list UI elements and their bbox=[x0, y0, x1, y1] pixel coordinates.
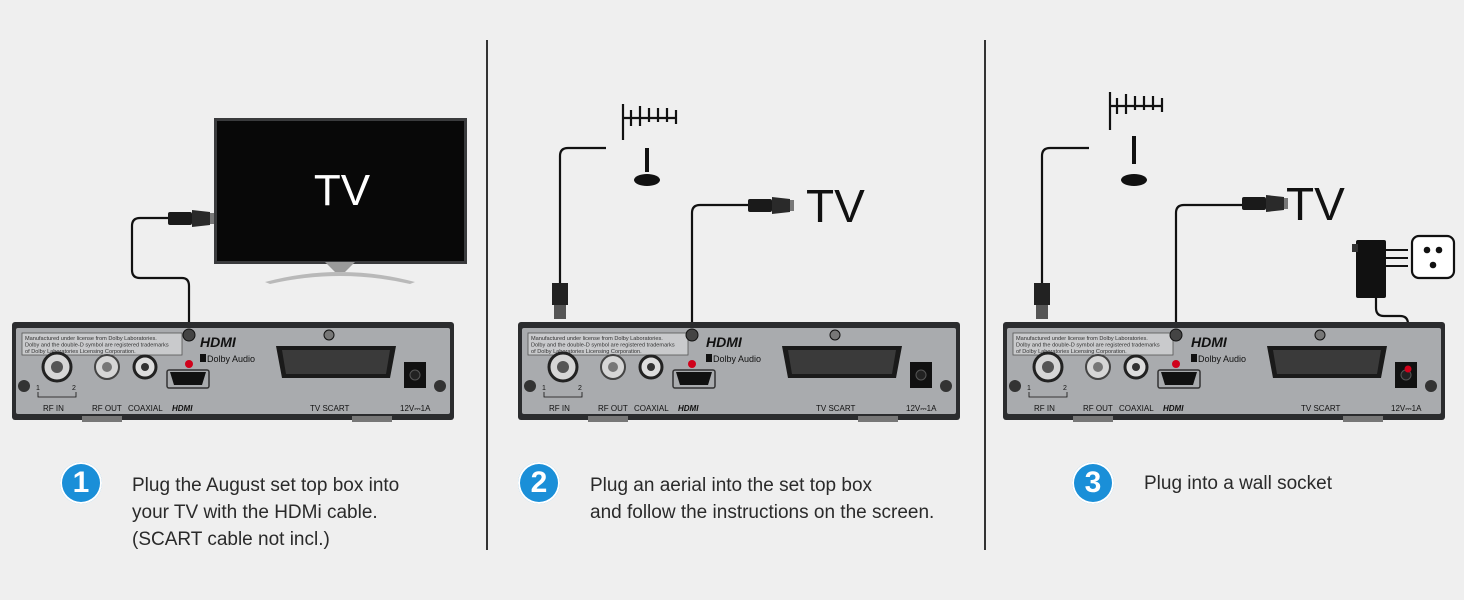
divider-2 bbox=[984, 40, 986, 550]
set-top-box: Manufactured under license from Dolby La… bbox=[12, 322, 454, 422]
rf-in-2-label: 2 bbox=[72, 385, 76, 392]
rf-in-1-label: 1 bbox=[36, 385, 40, 392]
hdmi-cable bbox=[690, 203, 750, 336]
hdmi-logo: HDMI bbox=[706, 334, 743, 350]
hdmi-plug-icon bbox=[748, 197, 794, 214]
power-adapter-icon bbox=[1352, 240, 1408, 298]
rf-out-label: RF OUT bbox=[92, 404, 122, 413]
step-number-badge: 3 bbox=[1072, 462, 1114, 504]
instruction-line: and follow the instructions on the scree… bbox=[590, 502, 935, 523]
coaxial-label: COAXIAL bbox=[128, 404, 163, 413]
license-line-1: Manufactured under license from Dolby La… bbox=[1016, 336, 1148, 342]
hdmi-cable bbox=[1174, 203, 1244, 336]
power-label: 12V⎓1A bbox=[400, 404, 431, 413]
dolby-audio-logo: Dolby Audio bbox=[713, 354, 761, 364]
power-label: 12V⎓1A bbox=[906, 404, 937, 413]
aerial-cable bbox=[1040, 146, 1089, 285]
license-line-2: Dolby and the double-D symbol are regist… bbox=[25, 343, 169, 349]
rf-in-2-label: 2 bbox=[578, 385, 582, 392]
panel-step-1: TV Manufactured under license from Dolby… bbox=[0, 0, 486, 600]
step-3-text: Plug into a wall socket bbox=[1144, 470, 1332, 497]
instruction-line: (SCART cable not incl.) bbox=[132, 529, 330, 550]
hdmi-cable bbox=[130, 216, 191, 336]
hdmi-port-label: HDMI bbox=[1163, 404, 1184, 413]
hdmi-port-label: HDMI bbox=[172, 404, 193, 413]
step-2-instruction: 2 Plug an aerial into the set top box an… bbox=[518, 462, 934, 526]
step-number-badge: 1 bbox=[60, 462, 102, 504]
rf-in-1-label: 1 bbox=[1027, 385, 1031, 392]
hdmi-logo: HDMI bbox=[1191, 334, 1228, 350]
set-top-box: Manufactured under license from Dolby La… bbox=[1003, 322, 1445, 422]
rf-in-1-label: 1 bbox=[542, 385, 546, 392]
license-line-1: Manufactured under license from Dolby La… bbox=[25, 336, 157, 342]
coaxial-label: COAXIAL bbox=[1119, 404, 1154, 413]
tv-scart-label: TV SCART bbox=[816, 404, 856, 413]
step-1-text: Plug the August set top box into your TV… bbox=[132, 472, 399, 553]
license-line-3: of Dolby Laboratories Licensing Corporat… bbox=[25, 349, 136, 355]
rf-in-label: RF IN bbox=[1034, 404, 1055, 413]
coaxial-label: COAXIAL bbox=[634, 404, 669, 413]
instruction-line: Plug the August set top box into bbox=[132, 475, 400, 496]
license-line-1: Manufactured under license from Dolby La… bbox=[531, 336, 663, 342]
step-3-instruction: 3 Plug into a wall socket bbox=[1072, 462, 1332, 504]
hdmi-logo: HDMI bbox=[200, 334, 237, 350]
license-line-3: of Dolby Laboratories Licensing Corporat… bbox=[1016, 349, 1127, 355]
set-top-box: Manufactured under license from Dolby La… bbox=[518, 322, 960, 422]
tv-label: TV bbox=[1286, 178, 1345, 230]
rf-out-label: RF OUT bbox=[1083, 404, 1113, 413]
connection-diagram-3: TV Manufactured under license from Dolby… bbox=[1003, 92, 1456, 422]
hdmi-plug-icon bbox=[1242, 195, 1288, 212]
rf-plug-icon bbox=[1034, 283, 1050, 319]
license-line-2: Dolby and the double-D symbol are regist… bbox=[531, 343, 675, 349]
wall-socket-icon bbox=[1410, 234, 1456, 280]
panel-step-3: TV Manufactured under license from Dolby… bbox=[986, 0, 1464, 600]
step-2-text: Plug an aerial into the set top box and … bbox=[590, 472, 934, 526]
license-line-2: Dolby and the double-D symbol are regist… bbox=[1016, 343, 1160, 349]
instruction-line: Plug into a wall socket bbox=[1144, 473, 1332, 494]
rf-plug-icon bbox=[552, 283, 568, 319]
connection-diagram-1: TV Manufactured under license from Dolby… bbox=[12, 118, 467, 422]
connection-diagram-2: TV Manufactured under license from Dolby… bbox=[518, 104, 960, 422]
tv-icon bbox=[214, 118, 467, 284]
aerial-icon bbox=[621, 104, 678, 186]
tv-label: TV bbox=[806, 180, 865, 232]
aerial-cable bbox=[558, 146, 606, 285]
rf-out-label: RF OUT bbox=[598, 404, 628, 413]
rf-in-2-label: 2 bbox=[1063, 385, 1067, 392]
license-line-3: of Dolby Laboratories Licensing Corporat… bbox=[531, 349, 642, 355]
aerial-icon bbox=[1108, 92, 1164, 186]
tv-scart-label: TV SCART bbox=[1301, 404, 1341, 413]
instruction-line: your TV with the HDMi cable. bbox=[132, 502, 378, 523]
divider-1 bbox=[486, 40, 488, 550]
step-number-badge: 2 bbox=[518, 462, 560, 504]
power-cable bbox=[1374, 298, 1410, 372]
instruction-line: Plug an aerial into the set top box bbox=[590, 475, 873, 496]
power-label: 12V⎓1A bbox=[1391, 404, 1422, 413]
dolby-audio-logo: Dolby Audio bbox=[1198, 354, 1246, 364]
panel-step-2: TV Manufactured under license from Dolby… bbox=[488, 0, 984, 600]
rf-in-label: RF IN bbox=[43, 404, 64, 413]
tv-scart-label: TV SCART bbox=[310, 404, 350, 413]
dolby-audio-logo: Dolby Audio bbox=[207, 354, 255, 364]
rf-in-label: RF IN bbox=[549, 404, 570, 413]
hdmi-port-label: HDMI bbox=[678, 404, 699, 413]
hdmi-plug-icon bbox=[168, 210, 214, 227]
step-1-instruction: 1 Plug the August set top box into your … bbox=[60, 462, 399, 553]
tv-screen-label: TV bbox=[314, 166, 371, 215]
